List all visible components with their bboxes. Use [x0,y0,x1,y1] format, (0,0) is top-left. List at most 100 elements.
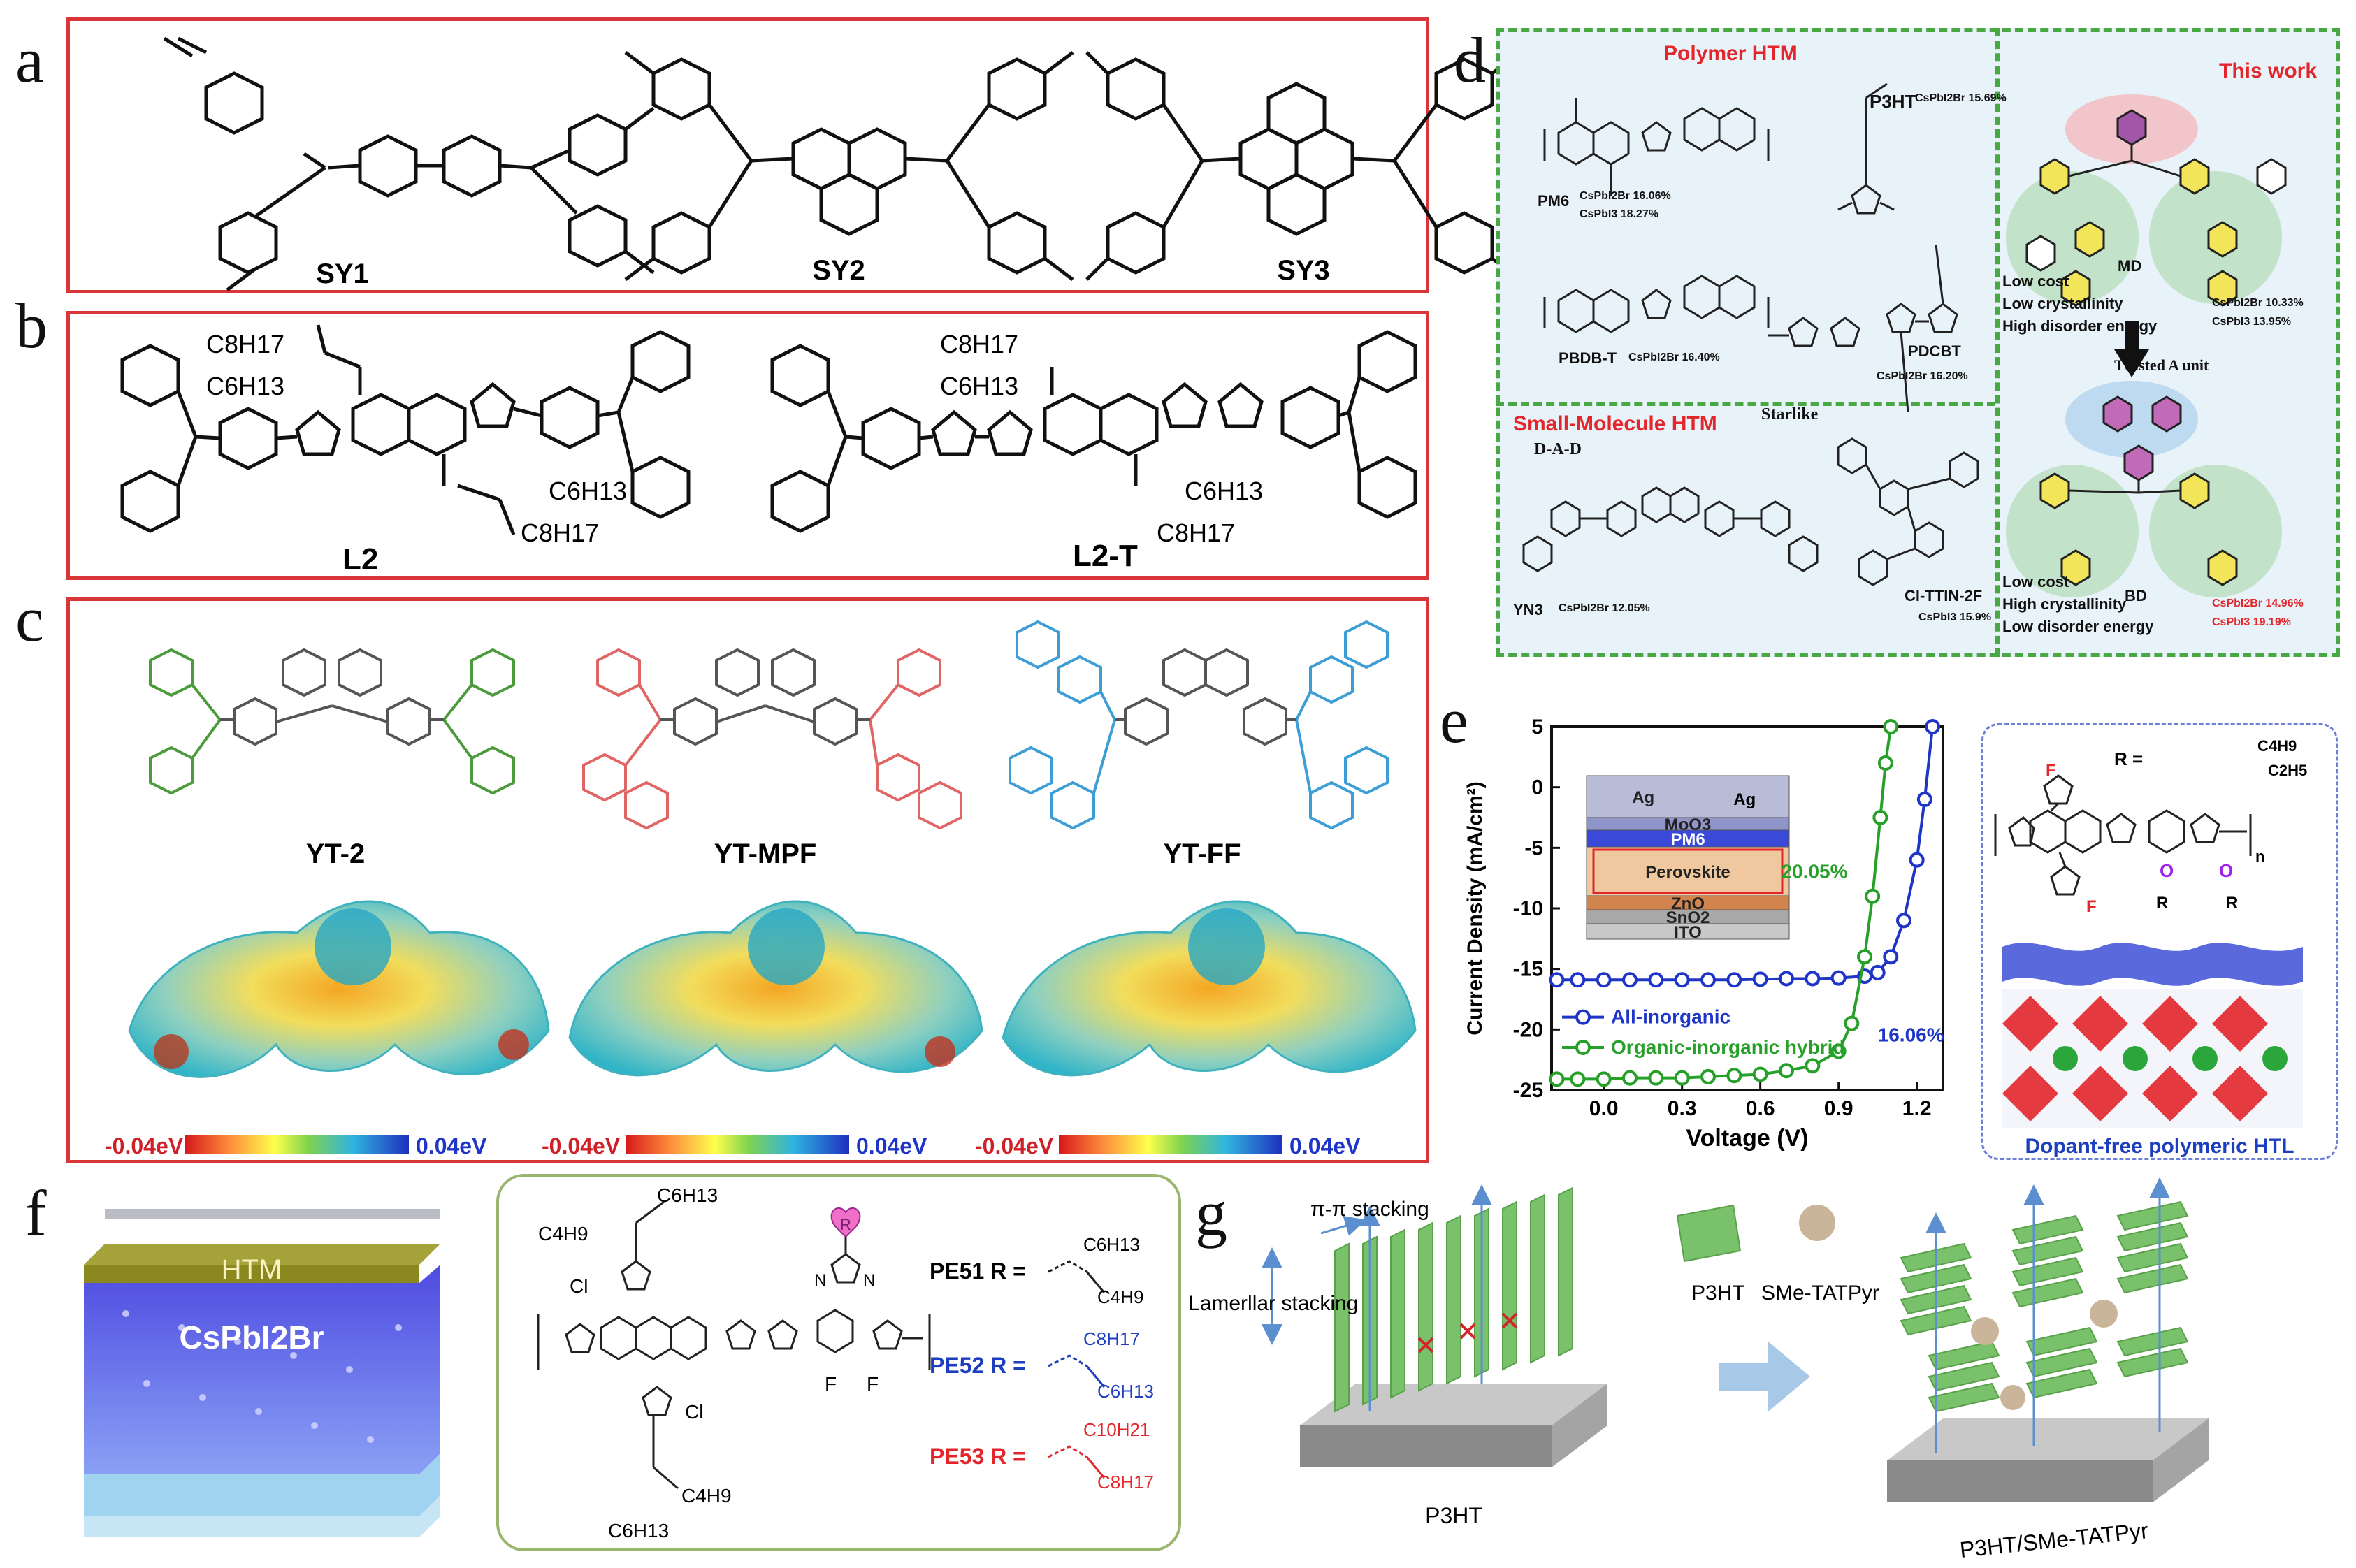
p3ht-eff: CsPbI2Br 15.69% [1915,92,2007,104]
panel-d-polymer-structures [1543,82,1958,413]
bd-prop-1: Low cost [2002,573,2069,590]
polymer-layer [2002,943,2303,986]
pe-cl-top: Cl [570,1275,588,1297]
series-point-1 [1883,719,1899,734]
panel-b-structures: C8H17 C6H13 C6H13 C8H17 C8H17 C6H13 C6H1… [120,324,1417,576]
ito-layer [1586,923,1790,940]
l2-c6h13-b: C6H13 [549,477,627,505]
x-tick-label: 1.2 [1902,1097,1932,1120]
pe-n-left: N [814,1271,826,1290]
series-point-1 [1622,1070,1638,1086]
series-point-0 [1700,972,1716,988]
series-point-0 [1916,792,1932,807]
blocked-transport-marks [1417,1312,1518,1353]
series-point-0 [1925,719,1941,734]
bd-eff1: CsPbI2Br 14.96% [2212,597,2304,609]
series-point-1 [1805,1058,1821,1074]
label-sy2: SY2 [812,255,865,286]
panel-letter-a: a [15,24,44,96]
label-l2t: L2-T [1073,539,1138,573]
l2-c8h17-b: C8H17 [521,518,599,547]
l2t-c6h13: C6H13 [940,372,1018,400]
legend-sme-swatch [1799,1205,1835,1241]
heart-icon [830,1207,861,1238]
series-point-0 [1622,972,1638,988]
series-point-0 [1596,972,1612,988]
pbdbt-label: PBDB-T [1559,349,1617,367]
perovskite-highlight [1592,848,1784,894]
arrow-down-icon [2114,321,2149,377]
bd-prop-3: Low disorder energy [2002,618,2154,635]
md-eff2: CsPbI3 13.95% [2212,316,2291,328]
series-point-0 [1726,972,1742,988]
htl-structure: F F O O R R n R = C4H9 C2H5 Dopant-free … [1994,737,2307,1158]
l2-c6h13: C6H13 [206,372,284,400]
bd-label: BD [2125,587,2147,604]
color-scale-2 [626,1135,849,1154]
md-label: MD [2118,257,2142,275]
svg-text:R: R [2226,894,2238,913]
color-scale-3 [1059,1135,1282,1154]
series-point-1 [1857,949,1872,965]
pdcbt-eff: CsPbI2Br 16.20% [1877,370,1968,382]
jv-ylabel: Current Density (mA/cm²) [1464,781,1487,1035]
pm6-layer-label: PM6 [1670,830,1705,849]
bd-prop-2: High crystallinity [2002,595,2127,613]
perovskite-layer [1586,846,1790,896]
scale-min-2: -0.04eV [542,1133,621,1159]
series-point-0 [1805,971,1821,987]
series-point-0 [1830,970,1847,986]
panel-d-small-structures [1522,437,1979,586]
label-sy1: SY1 [316,259,369,289]
p3ht-label: P3HT [1870,91,1916,112]
scale-max-2: 0.04eV [856,1133,927,1159]
label-sy3: SY3 [1277,255,1330,286]
md-prop-2: Low crystallinity [2002,295,2123,312]
htm-layer-label: HTM [222,1254,282,1285]
pe-backbone-c4h9-bot: C4H9 [681,1485,732,1507]
yn3-eff: CsPbI2Br 12.05% [1559,602,1650,614]
pbdbt-eff: CsPbI2Br 16.40% [1628,351,1720,363]
pe-structure-frame [496,1174,1181,1551]
y-tick-label: -10 [1513,897,1543,920]
series-point-0 [1674,972,1690,988]
y-tick-label: -5 [1524,836,1543,859]
svg-text:F: F [2046,761,2056,780]
esp-surface-ytff [1002,900,1417,1077]
legend-hybrid: Organic-inorganic hybrid [1611,1036,1844,1058]
yn3-label: YN3 [1513,601,1543,618]
pm6-label: PM6 [1538,192,1570,210]
svg-text:O: O [2160,860,2174,881]
pe-f-left: F [825,1373,837,1395]
scale-max-1: 0.04eV [416,1133,487,1159]
ag-layer [1586,775,1790,818]
series-point-0 [1752,971,1768,987]
label-l2: L2 [342,542,378,576]
panel-letter-f: f [25,1177,47,1249]
series-point-1 [1830,1043,1847,1059]
label-ytmpf: YT-MPF [714,839,817,869]
twisted-label: Twisted A unit [2114,356,2209,374]
pe-backbone-c4h9-top: C4H9 [538,1223,588,1244]
htl-r-group: R = [2114,748,2143,769]
panel-letter-c: c [15,583,44,655]
pipi-label: π-π stacking [1310,1198,1429,1221]
pe-structure: C4H9 C6H13 Cl Cl C4H9 C6H13 F F R N N PE… [537,1184,1154,1541]
l2-c8h17: C8H17 [206,330,284,358]
series-point-0 [1570,972,1586,988]
pe-r: R [840,1216,851,1233]
ito-layer-label: ITO [1674,923,1702,942]
bd-eff2: CsPbI3 19.19% [2212,616,2291,628]
series-point-0 [1883,949,1899,965]
pe-cl-bottom: Cl [685,1401,703,1423]
esp-surface-yt2 [128,900,550,1078]
pe-n-right: N [863,1271,875,1290]
this-work-label: This work [2219,59,2318,82]
pm6-eff1: CsPbI2Br 16.06% [1580,190,1671,202]
small-htm-title: Small-Molecule HTM [1513,412,1717,435]
panel-g-illustration: π-π stacking Lamerllar stacking P3HT P3H… [1188,1177,2209,1562]
series-point-0 [1896,913,1911,929]
x-tick-label: 0.6 [1746,1097,1775,1120]
panel-d-divider-h [1496,402,1995,406]
